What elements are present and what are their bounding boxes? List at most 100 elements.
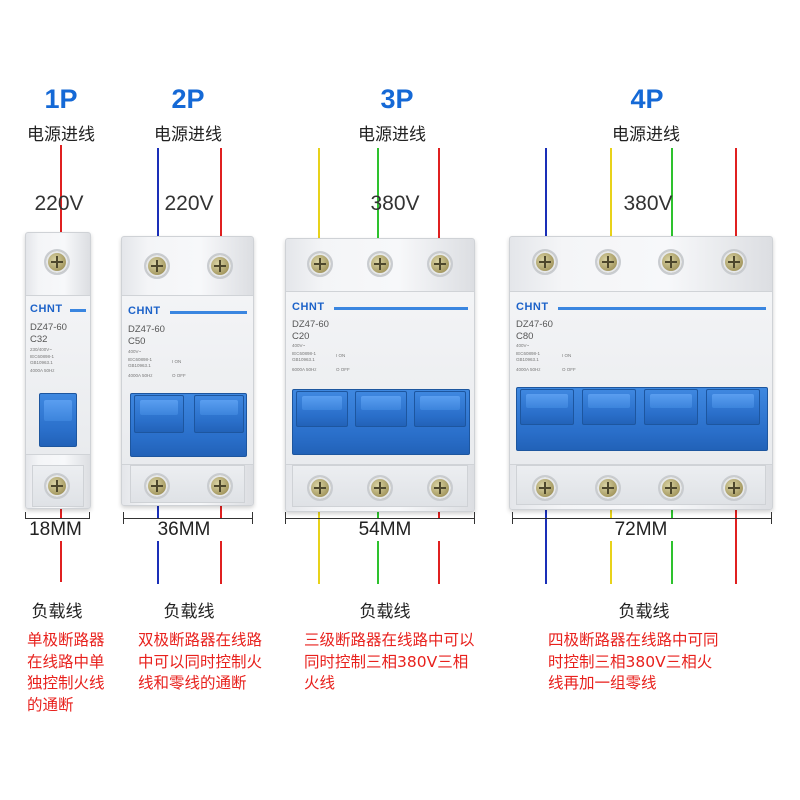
standard-mark-2: GB10963.1 — [30, 360, 53, 365]
width-dimension-2p — [123, 518, 253, 519]
voltage-1p: 220V — [34, 192, 84, 215]
wire-2p-blue-top — [157, 148, 159, 243]
wire-2p-red-bottom — [220, 500, 222, 584]
toggle-handle-1[interactable] — [134, 395, 184, 433]
screw-icon — [144, 473, 170, 499]
screw-icon — [658, 475, 684, 501]
breaker-3p: CHNT DZ47-60 C20 400V~ IEC60898-1 GB1096… — [285, 238, 475, 512]
supply-label-1p: 电源进线 — [27, 125, 95, 145]
description-1p: 单极断路器 在线路中单 独控制火线 的通断 — [27, 630, 105, 716]
description-line: 中可以同时控制火 — [138, 652, 263, 671]
wire-4p-yellow-top — [610, 148, 612, 243]
load-label-3p: 负载线 — [359, 602, 411, 622]
toggle-handle-4[interactable] — [706, 389, 760, 425]
capacity-mark: 4000A 50Hz — [516, 367, 541, 372]
wire-3p-green-top — [377, 148, 379, 242]
width-label-1p: 18MM — [3, 519, 108, 541]
blue-stripe — [70, 309, 86, 312]
wire-3p-yellow-bottom — [318, 500, 320, 584]
toggle-handle-2[interactable] — [355, 391, 407, 427]
screw-icon — [721, 475, 747, 501]
blue-stripe — [334, 307, 468, 310]
wire-4p-red-bottom — [735, 500, 737, 584]
blue-stripe — [170, 311, 247, 314]
load-label-1p: 负载线 — [31, 602, 83, 622]
breaker-1p: CHNT DZ47-60 C32 230/400V~ IEC60898-1 GB… — [25, 232, 91, 509]
voltage-2p: 220V — [164, 192, 214, 215]
description-4p: 四极断路器在线路中可同 时控制三相380V三相火 线再加一组零线 — [548, 630, 719, 695]
wire-3p-red-bottom — [438, 500, 440, 584]
screw-icon — [207, 253, 233, 279]
standard-mark: IEC60898-1 — [30, 354, 55, 359]
screw-icon — [658, 249, 684, 275]
screw-icon — [595, 249, 621, 275]
toggle-switch[interactable] — [39, 393, 77, 447]
standard-mark-2: GB10963.1 — [292, 357, 315, 362]
load-label-2p: 负载线 — [163, 602, 215, 622]
dimension-tick — [252, 512, 253, 524]
breaker-2p: CHNT DZ47-60 C50 400V~ IEC60898-1 GB1096… — [121, 236, 254, 506]
title-4p: 4P — [630, 84, 664, 114]
toggle-handle-1[interactable] — [296, 391, 348, 427]
wire-3p-yellow-top — [318, 148, 320, 242]
description-2p: 双极断路器在线路 中可以同时控制火 线和零线的通断 — [138, 630, 262, 695]
blue-stripe — [558, 307, 766, 310]
width-label-3p: 54MM — [330, 519, 440, 541]
voltage-4p: 380V — [623, 192, 673, 215]
toggle-handle-3[interactable] — [644, 389, 698, 425]
description-line: 火线 — [304, 674, 336, 692]
screw-icon — [367, 475, 393, 501]
screw-icon — [427, 251, 453, 277]
off-mark: O OFF — [172, 373, 186, 378]
toggle-handle-1[interactable] — [520, 389, 574, 425]
on-mark: I ON — [172, 359, 182, 364]
voltage-mark: 230/400V~ — [30, 347, 52, 352]
supply-label-4p: 电源进线 — [612, 125, 680, 145]
wire-4p-red-top — [735, 148, 737, 243]
voltage-3p: 380V — [370, 192, 420, 215]
wire-2p-blue-bottom — [157, 500, 159, 584]
toggle-handle-2[interactable] — [582, 389, 636, 425]
dimension-tick — [123, 512, 124, 524]
description-line: 线和零线的通断 — [138, 674, 247, 692]
voltage-mark: 400V~ — [292, 343, 306, 348]
toggle-handle-2[interactable] — [194, 395, 244, 433]
standard-mark: IEC60898-1 — [516, 351, 541, 356]
load-label-4p: 负载线 — [618, 602, 670, 622]
brand-logo: CHNT — [292, 301, 325, 313]
screw-icon — [595, 475, 621, 501]
capacity-mark: 4000A 50Hz — [128, 373, 153, 378]
rating-label: C32 — [30, 334, 48, 345]
model-label: DZ47-60 — [128, 324, 165, 335]
description-line: 三级断路器在线路中可以 — [304, 631, 475, 649]
title-2p: 2P — [171, 84, 205, 114]
description-line: 线再加一组零线 — [548, 674, 657, 692]
supply-label-3p: 电源进线 — [358, 125, 426, 145]
model-label: DZ47-60 — [30, 322, 67, 333]
screw-icon — [367, 251, 393, 277]
title-3p: 3P — [380, 84, 414, 114]
wire-3p-green-bottom — [377, 500, 379, 584]
wire-1p-red-top — [60, 145, 62, 245]
dimension-tick — [512, 512, 513, 524]
wire-1p-red-bottom — [60, 500, 62, 582]
screw-icon — [44, 473, 70, 499]
width-label-2p: 36MM — [129, 519, 239, 541]
dimension-tick — [474, 512, 475, 524]
screw-icon — [307, 251, 333, 277]
dimension-tick — [285, 512, 286, 524]
dimension-tick — [89, 512, 90, 524]
off-mark: O OFF — [562, 367, 576, 372]
supply-label-2p: 电源进线 — [154, 125, 222, 145]
toggle-handle-3[interactable] — [414, 391, 466, 427]
screw-icon — [532, 475, 558, 501]
capacity-mark: 6000A 50Hz — [292, 367, 317, 372]
description-line: 双极断路器在线路 — [138, 631, 263, 649]
description-line: 单极断路器 — [27, 631, 105, 649]
off-mark: O OFF — [336, 367, 350, 372]
on-mark: I ON — [336, 353, 346, 358]
brand-logo: CHNT — [128, 305, 161, 317]
description-line: 的通断 — [27, 695, 74, 714]
standard-mark-2: GB10963.1 — [128, 363, 151, 368]
standard-mark-2: GB10963.1 — [516, 357, 539, 362]
